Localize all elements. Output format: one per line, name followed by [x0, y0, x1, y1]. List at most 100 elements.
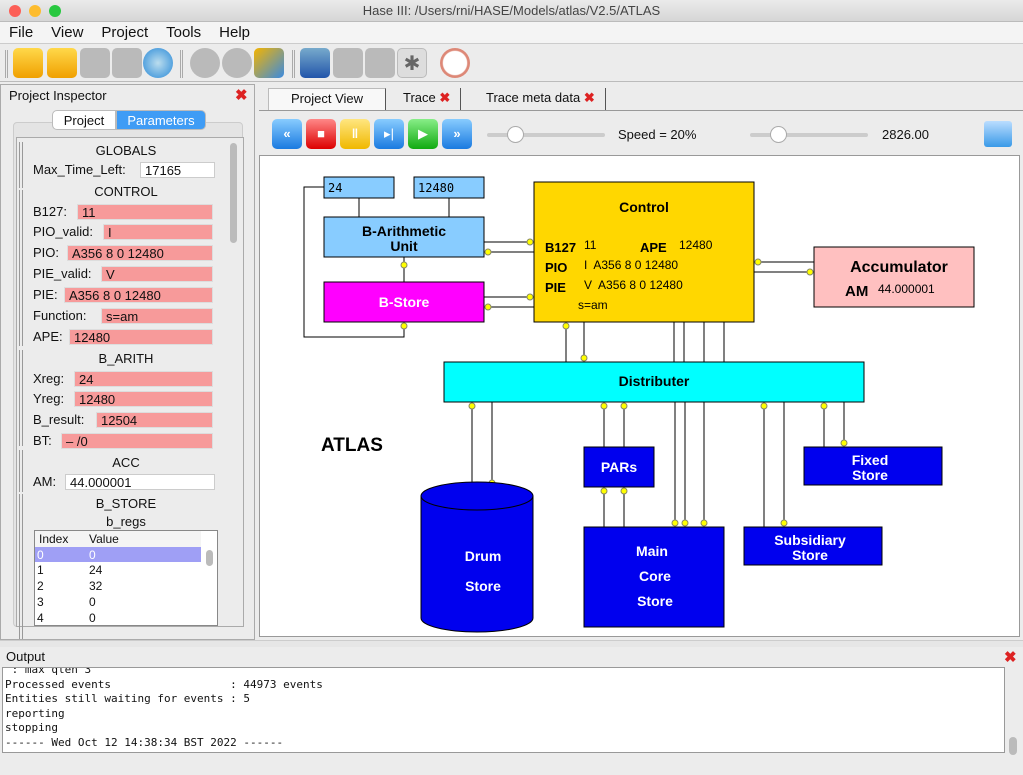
time-slider[interactable] [750, 126, 868, 143]
time-slider-knob[interactable] [770, 126, 788, 143]
drum-label: Drum [465, 548, 502, 564]
rewind-button[interactable]: « [272, 119, 302, 149]
entity-icon[interactable]: ✱ [397, 48, 427, 78]
b-regs-label: b_regs [106, 514, 146, 529]
table-scrollbar[interactable] [206, 550, 213, 566]
b127-field[interactable]: 11 [77, 204, 213, 220]
close-trace-meta-icon[interactable]: ✖ [583, 90, 595, 105]
menu-help[interactable]: Help [219, 24, 250, 41]
speed-slider-knob[interactable] [507, 126, 525, 143]
edit-book-icon[interactable] [300, 48, 330, 78]
close-window-button[interactable] [9, 5, 21, 17]
split-divider[interactable] [0, 640, 1023, 647]
b-store[interactable] [323, 281, 485, 323]
main-label: Store [637, 593, 673, 609]
pause-button[interactable]: ‖ [340, 119, 370, 149]
accumulator[interactable] [813, 246, 975, 308]
close-output-icon[interactable]: ✖ [1004, 649, 1017, 666]
open-folder-icon[interactable] [47, 48, 77, 78]
max-time-field[interactable]: 17165 [140, 162, 215, 178]
fixed-store[interactable] [803, 446, 943, 486]
subsidiary-store[interactable] [743, 526, 883, 566]
y-reg-value: 12480 [418, 181, 454, 195]
function-field[interactable]: s=am [101, 308, 213, 324]
param-label: AM: [33, 474, 57, 489]
param-label: PIE_valid: [33, 266, 92, 281]
edit-doc-icon[interactable] [333, 48, 363, 78]
step-button[interactable]: ▸| [374, 119, 404, 149]
col-value[interactable]: Value [89, 532, 119, 546]
pie-field[interactable]: A356 8 0 12480 [64, 287, 213, 303]
pio-field[interactable]: A356 8 0 12480 [67, 245, 213, 261]
refresh-icon[interactable] [143, 48, 173, 78]
am-field[interactable]: 44.000001 [65, 474, 215, 490]
build-all-gears-icon[interactable] [222, 48, 252, 78]
b-arithmetic-unit[interactable] [323, 216, 485, 258]
minimize-window-button[interactable] [29, 5, 41, 17]
tab-parameters[interactable]: Parameters [116, 110, 206, 130]
param-label: PIO: [33, 245, 60, 260]
tab-trace-meta[interactable]: Trace meta data ✖ [476, 88, 606, 110]
stop-button[interactable]: ■ [306, 119, 336, 149]
main-core-store[interactable] [583, 526, 725, 628]
ape-field[interactable]: 12480 [69, 329, 213, 345]
maximize-window-button[interactable] [49, 5, 61, 17]
pie-valid-field[interactable]: V [101, 266, 213, 282]
globals-heading: GLOBALS [95, 143, 157, 158]
bt-field[interactable]: – /0 [61, 433, 213, 449]
output-scrollbar[interactable] [1009, 737, 1017, 755]
param-label: B_result: [33, 412, 85, 427]
tab-trace[interactable]: Trace ✖ [393, 88, 462, 110]
speed-label: Speed = 20% [618, 127, 697, 142]
main-label: Main [636, 543, 668, 559]
param-label: APE: [33, 329, 63, 344]
build-gear-icon[interactable] [190, 48, 220, 78]
tab-project-view[interactable]: Project View [268, 88, 387, 110]
b-arith-label: Unit [390, 238, 418, 254]
tools-icon[interactable] [254, 48, 284, 78]
menu-file[interactable]: File [9, 24, 34, 41]
edit-doc2-icon[interactable] [365, 48, 395, 78]
pio-label: PIO [545, 260, 567, 275]
menu-view[interactable]: View [51, 24, 84, 41]
y-reg-box[interactable] [413, 176, 485, 199]
window-icon[interactable] [984, 121, 1012, 147]
menu-project[interactable]: Project [101, 24, 149, 41]
time-value: 2826.00 [882, 127, 929, 142]
sim-controls: « ■ ‖ ▸| ▶ » Speed = 20% 2826.00 [262, 116, 1023, 152]
close-trace-icon[interactable]: ✖ [439, 90, 451, 105]
clock-icon[interactable] [440, 48, 470, 78]
yreg-field[interactable]: 12480 [74, 391, 213, 407]
tab-project[interactable]: Project [52, 110, 116, 130]
pars[interactable] [583, 446, 655, 488]
pio-valid-field[interactable]: I [103, 224, 213, 240]
x-reg-box[interactable] [323, 176, 395, 199]
xreg-field[interactable]: 24 [74, 371, 213, 387]
menu-tools[interactable]: Tools [166, 24, 202, 41]
inspector-scrollbar[interactable] [230, 143, 237, 243]
play-button[interactable]: ▶ [408, 119, 438, 149]
open-project-icon[interactable] [13, 48, 43, 78]
window-title: Hase III: /Users/rni/HASE/Models/atlas/V… [362, 3, 661, 18]
close-inspector-icon[interactable]: ✖ [235, 87, 248, 104]
fast-forward-button[interactable]: » [442, 119, 472, 149]
b-result-field[interactable]: 12504 [96, 412, 213, 428]
control-heading: CONTROL [94, 184, 158, 199]
save-icon[interactable] [80, 48, 110, 78]
control-unit[interactable] [533, 181, 755, 323]
drum-store[interactable] [420, 481, 534, 633]
save-all-icon[interactable] [112, 48, 142, 78]
param-label: Xreg: [33, 371, 65, 386]
param-label: Function: [33, 308, 87, 323]
speed-slider[interactable] [487, 126, 605, 143]
param-label: B127: [33, 204, 67, 219]
col-index[interactable]: Index [39, 532, 69, 546]
distributer[interactable] [443, 361, 865, 403]
